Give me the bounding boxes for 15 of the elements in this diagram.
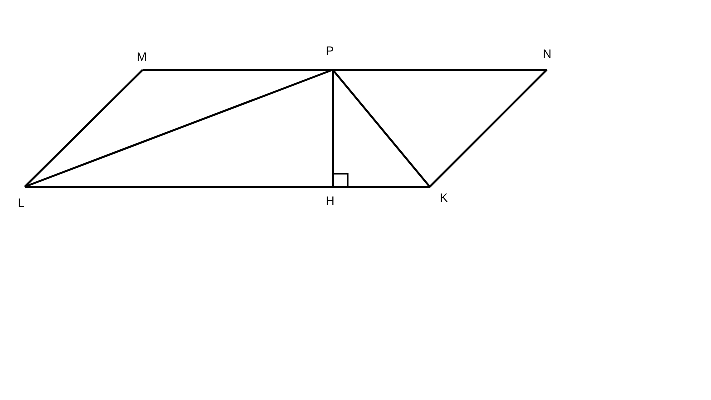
line-segment bbox=[24, 69, 144, 188]
line-segment bbox=[333, 186, 430, 188]
vertex-label: H bbox=[326, 195, 335, 207]
vertex-label: N bbox=[543, 48, 552, 60]
line-segment bbox=[332, 69, 431, 188]
line-segment bbox=[429, 69, 548, 188]
line-segment bbox=[333, 69, 547, 71]
vertex-label: P bbox=[326, 45, 334, 57]
line-segment bbox=[24, 69, 334, 188]
line-segment bbox=[332, 70, 334, 187]
vertex-label: K bbox=[440, 192, 448, 204]
vertex-label: L bbox=[18, 197, 25, 209]
line-segment bbox=[143, 69, 333, 71]
vertex-label: M bbox=[137, 51, 147, 63]
line-segment bbox=[25, 186, 333, 188]
